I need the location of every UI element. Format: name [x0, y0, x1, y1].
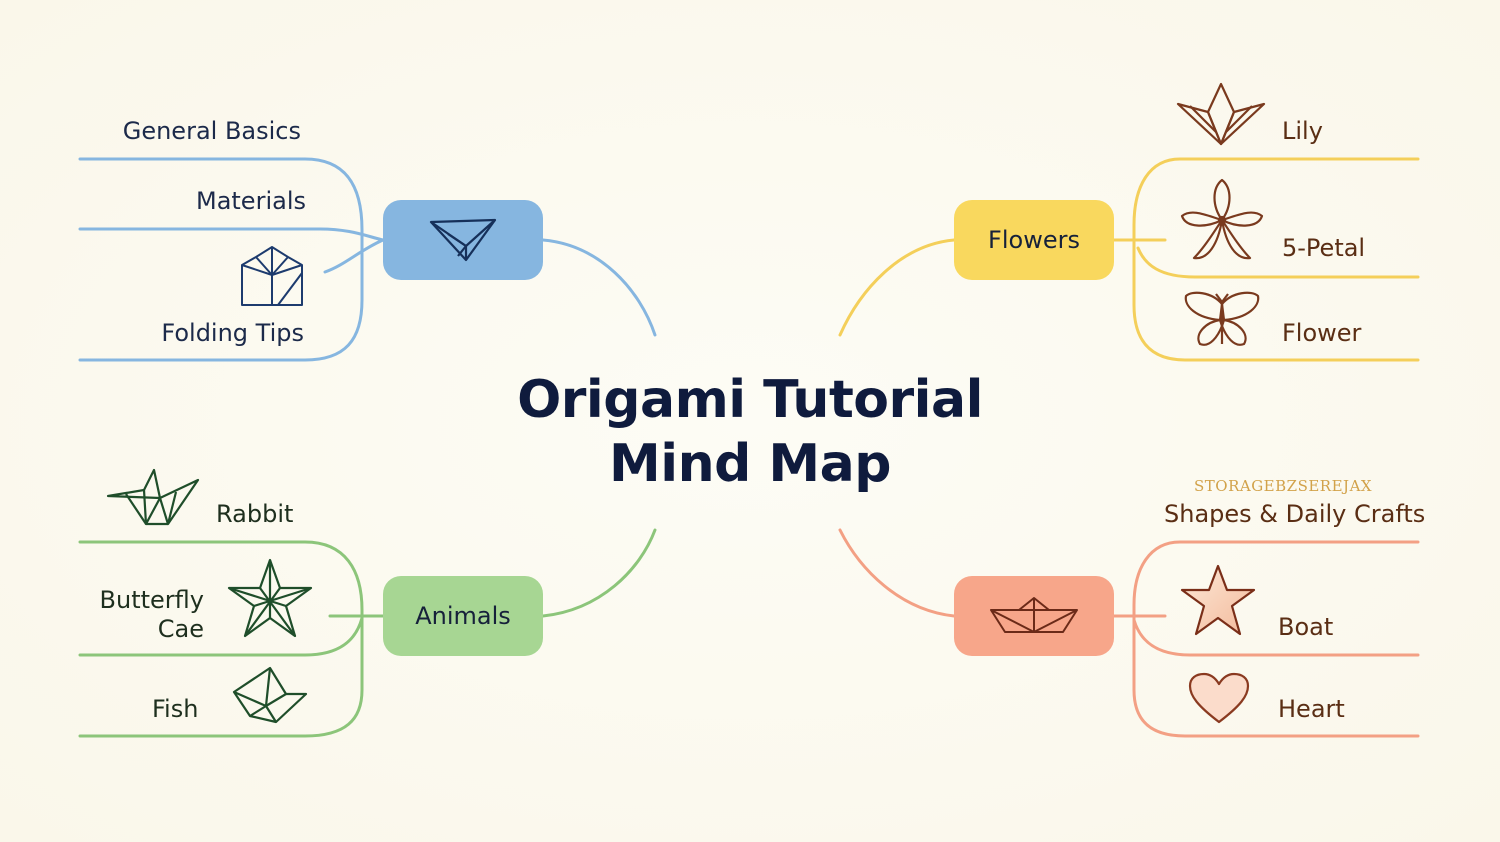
- item-general-basics[interactable]: General Basics: [122, 117, 301, 145]
- crafts-node[interactable]: [954, 576, 1114, 656]
- blue-branch-lines: [78, 157, 657, 362]
- animals-node-label: Animals: [415, 602, 511, 630]
- central-title: Origami Tutorial Mind Map: [470, 368, 1030, 496]
- star-icon: [1180, 564, 1256, 636]
- green-branch-lines: [78, 528, 657, 738]
- butterfly-icon: [1184, 291, 1260, 346]
- basics-node[interactable]: [383, 200, 543, 280]
- paper-plane-icon: [429, 218, 497, 262]
- item-fish[interactable]: Fish: [152, 695, 199, 723]
- orange-branch-lines: [838, 528, 1420, 738]
- flowers-node[interactable]: Flowers: [954, 200, 1114, 280]
- five-petal-flower-icon: [1180, 178, 1264, 260]
- craft-heading: Shapes & Daily Crafts: [1164, 500, 1426, 528]
- item-flower[interactable]: Flower: [1282, 319, 1362, 347]
- title-line-1: Origami Tutorial: [517, 370, 983, 430]
- heart-icon: [1188, 672, 1250, 724]
- animals-node[interactable]: Animals: [383, 576, 543, 656]
- lily-icon: [1176, 82, 1266, 146]
- item-rabbit[interactable]: Rabbit: [216, 500, 294, 528]
- item-5-petal[interactable]: 5-Petal: [1282, 234, 1366, 262]
- item-folding-tips[interactable]: Folding Tips: [161, 319, 304, 347]
- boat-fold-icon: [232, 666, 308, 724]
- item-boat[interactable]: Boat: [1278, 613, 1334, 641]
- title-line-2: Mind Map: [609, 434, 891, 494]
- item-heart[interactable]: Heart: [1278, 695, 1345, 723]
- star-icon: [227, 558, 313, 638]
- item-materials[interactable]: Materials: [195, 187, 306, 215]
- item-butterfly-line1[interactable]: Butterfly: [99, 586, 204, 614]
- craft-heading-small: STORAGEBZSEREJAX: [1194, 477, 1373, 495]
- yellow-branch-lines: [838, 157, 1420, 362]
- flowers-node-label: Flowers: [988, 226, 1080, 254]
- item-butterfly-line2[interactable]: Cae: [157, 615, 204, 643]
- paper-boat-icon: [990, 597, 1078, 633]
- crane-icon: [106, 468, 200, 526]
- origami-box-icon: [241, 246, 303, 306]
- item-lily[interactable]: Lily: [1282, 117, 1323, 145]
